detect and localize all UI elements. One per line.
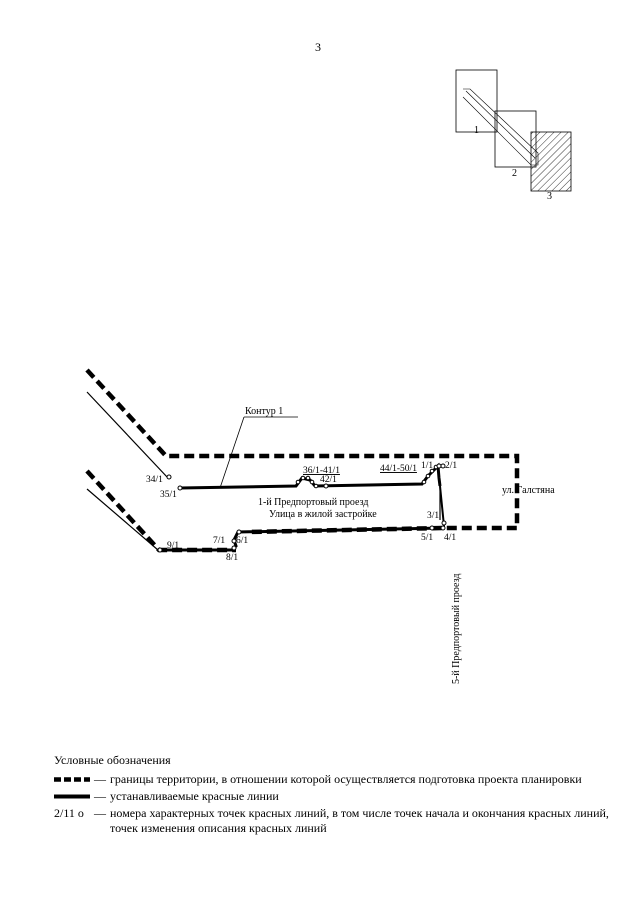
label-34: 34/1: [146, 475, 163, 485]
point-marker-36: [295, 479, 301, 485]
point-marker-44: [421, 479, 427, 485]
point-marker-5: [429, 525, 435, 531]
legend-dash-1: —: [94, 772, 106, 786]
key-map-site-axis: [465, 90, 536, 159]
legend-symbol-point: 2/11 о: [54, 806, 84, 820]
legend-row-red-lines: — устанавливаемые красные линии: [54, 789, 614, 804]
point-marker-4: [440, 525, 446, 531]
label-44-50: 44/1-50/1: [380, 464, 417, 474]
point-marker-6: [236, 529, 242, 535]
point-marker-7: [231, 538, 237, 544]
legend-text-red-lines: устанавливаемые красные линии: [110, 789, 279, 803]
contour-label: Контур 1: [245, 406, 283, 417]
key-map-sheet-1: [455, 69, 498, 133]
label-4: 4/1: [444, 533, 456, 543]
point-marker-42: [323, 483, 329, 489]
point-marker-2: [440, 463, 446, 469]
label-7: 7/1: [213, 536, 225, 546]
legend-row-points: 2/11 о — номера характерных точек красны…: [54, 806, 614, 836]
street-main-line2: Улица в жилой застройке: [269, 509, 377, 520]
point-marker-38: [305, 475, 311, 481]
label-42: 42/1: [320, 475, 337, 485]
key-map-sheet-3: [530, 131, 572, 192]
key-map-label-2: 2: [512, 168, 517, 179]
street-main-line1: 1-й Предпортовый проезд: [258, 497, 368, 508]
contour-leader-line: [219, 416, 245, 489]
street-labels: 1-й Предпортовый проезд Улица в жилой за…: [258, 485, 555, 684]
label-5: 5/1: [421, 533, 433, 543]
legend: Условные обозначения — границы территори…: [54, 753, 614, 838]
point-marker-46: [425, 473, 431, 479]
key-map-site-outline: [462, 88, 539, 166]
point-marker-41: [313, 483, 319, 489]
label-2: 2/1: [445, 461, 457, 471]
point-marker-34: [166, 474, 172, 480]
legend-symbol-solid: [54, 789, 94, 804]
point-marker-48: [429, 468, 435, 474]
red-line-north: [179, 462, 442, 490]
point-markers: [157, 463, 447, 553]
key-map: 1 2 3: [455, 69, 572, 202]
label-9: 9/1: [167, 541, 179, 551]
point-marker-1: [436, 463, 442, 469]
road-edge-upper: [86, 391, 169, 479]
street-vertical: 5-й Предпортовый проезд: [451, 574, 462, 684]
legend-row-boundary: — границы территории, в отношении которо…: [54, 772, 614, 787]
legend-text-points: номера характерных точек красных линий, …: [110, 806, 609, 835]
red-line-south: [160, 526, 445, 552]
road-edge-lower: [86, 488, 159, 551]
page-number: 3: [315, 40, 321, 54]
label-6: 6/1: [236, 536, 248, 546]
key-map-label-3: 3: [547, 191, 552, 202]
point-marker-3: [441, 520, 447, 526]
legend-title: Условные обозначения: [54, 753, 171, 767]
label-36-41: 36/1-41/1: [303, 466, 340, 476]
key-map-label-1: 1: [474, 125, 479, 136]
label-8: 8/1: [226, 553, 238, 563]
legend-text-boundary: границы территории, в отношении которой …: [110, 772, 582, 786]
point-marker-37: [300, 475, 306, 481]
point-labels: 34/1 35/1 36/1-41/1 42/1 44/1-50/1 1/1 2…: [146, 461, 457, 563]
label-35: 35/1: [160, 490, 177, 500]
point-marker-8: [231, 545, 237, 551]
point-marker-39: [309, 479, 315, 485]
street-right: ул. Галстяна: [502, 485, 555, 496]
contour-label-group: Контур 1: [219, 406, 298, 489]
point-marker-9: [157, 547, 163, 553]
label-3: 3/1: [427, 511, 439, 521]
label-1: 1/1: [421, 461, 433, 471]
legend-dash-3: —: [94, 806, 106, 820]
legend-dash-2: —: [94, 789, 106, 803]
point-marker-35: [177, 485, 183, 491]
legend-symbol-dashed: [54, 772, 94, 787]
